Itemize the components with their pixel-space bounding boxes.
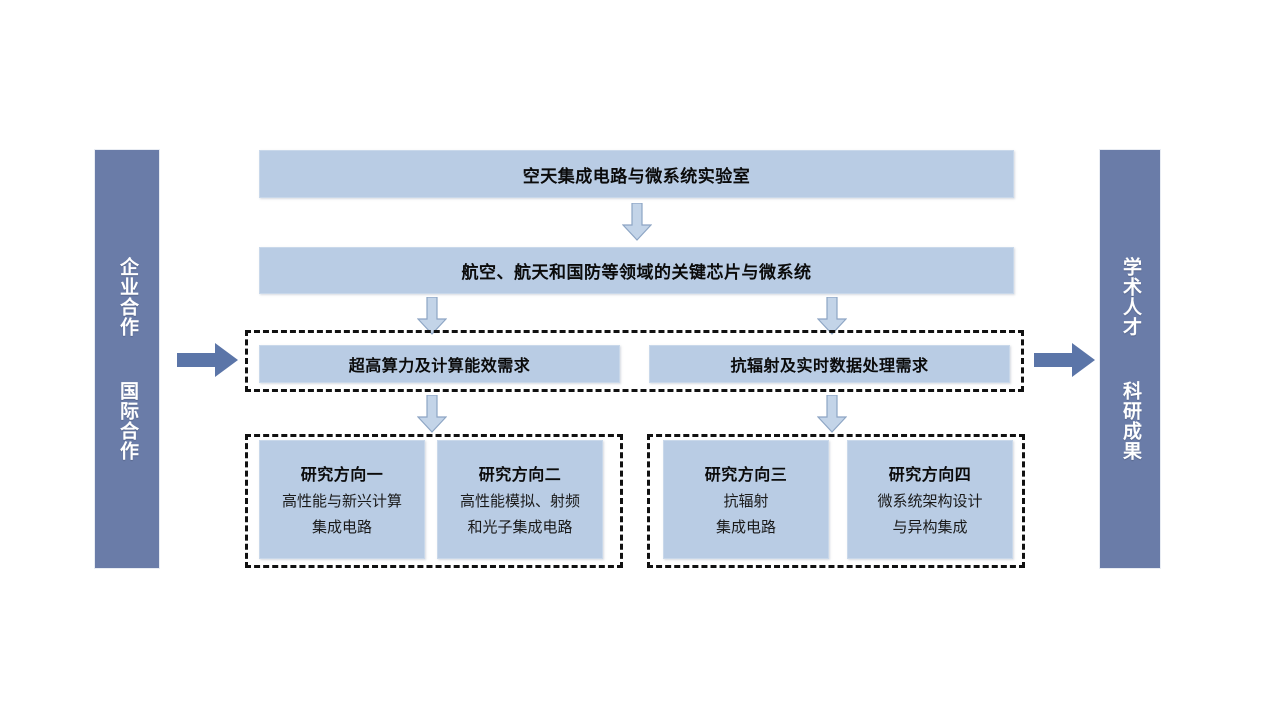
directions-group-left-dashed-border bbox=[245, 434, 623, 568]
need-2-text: 抗辐射及实时数据处理需求 bbox=[730, 358, 929, 375]
directions-group-right-dashed-border bbox=[647, 434, 1025, 568]
need-box-compute: 超高算力及计算能效需求 bbox=[259, 345, 620, 383]
direction-2-line-2: 和光子集成电路 bbox=[467, 518, 573, 536]
arrow-right-outcomes-output bbox=[1034, 342, 1096, 378]
direction-1-title: 研究方向一 bbox=[300, 466, 384, 484]
need-box-radiation: 抗辐射及实时数据处理需求 bbox=[649, 345, 1010, 383]
lab-title-text: 空天集成电路与微系统实验室 bbox=[522, 166, 751, 186]
pillar-right-label: 学术人才 科研成果 bbox=[1119, 257, 1141, 461]
arrow-down-scope-to-need-2 bbox=[817, 297, 847, 335]
arrow-down-need-2-to-directions bbox=[817, 395, 847, 433]
arrow-right-collaboration-input bbox=[177, 342, 239, 378]
need-1-text: 超高算力及计算能效需求 bbox=[348, 358, 531, 375]
direction-2-title: 研究方向二 bbox=[478, 466, 562, 484]
pillar-left-label: 企业合作 国际合作 bbox=[116, 257, 138, 461]
scope-text: 航空、航天和国防等领域的关键芯片与微系统 bbox=[461, 263, 812, 282]
scope-box: 航空、航天和国防等领域的关键芯片与微系统 bbox=[259, 247, 1014, 294]
direction-3-line-2: 集成电路 bbox=[715, 518, 776, 536]
direction-3-line-1: 抗辐射 bbox=[723, 492, 769, 510]
direction-box-3: 研究方向三 抗辐射 集成电路 bbox=[663, 440, 829, 559]
arrow-down-need-1-to-directions bbox=[417, 395, 447, 433]
direction-1-line-2: 集成电路 bbox=[311, 518, 372, 536]
arrow-down-scope-to-need-1 bbox=[417, 297, 447, 335]
needs-group-dashed-border bbox=[245, 330, 1024, 392]
direction-4-title: 研究方向四 bbox=[888, 466, 972, 484]
direction-4-line-2: 与异构集成 bbox=[892, 518, 968, 536]
direction-1-line-1: 高性能与新兴计算 bbox=[281, 492, 402, 510]
pillar-left-collaboration: 企业合作 国际合作 bbox=[95, 150, 159, 568]
pillar-right-outcomes: 学术人才 科研成果 bbox=[1100, 150, 1160, 568]
direction-box-1: 研究方向一 高性能与新兴计算 集成电路 bbox=[259, 440, 425, 559]
direction-4-line-1: 微系统架构设计 bbox=[877, 492, 983, 510]
direction-box-2: 研究方向二 高性能模拟、射频 和光子集成电路 bbox=[437, 440, 603, 559]
direction-3-title: 研究方向三 bbox=[704, 466, 788, 484]
direction-2-line-1: 高性能模拟、射频 bbox=[459, 492, 580, 510]
arrow-down-lab-to-scope bbox=[622, 203, 652, 241]
direction-box-4: 研究方向四 微系统架构设计 与异构集成 bbox=[847, 440, 1013, 559]
lab-title-box: 空天集成电路与微系统实验室 bbox=[259, 150, 1014, 198]
